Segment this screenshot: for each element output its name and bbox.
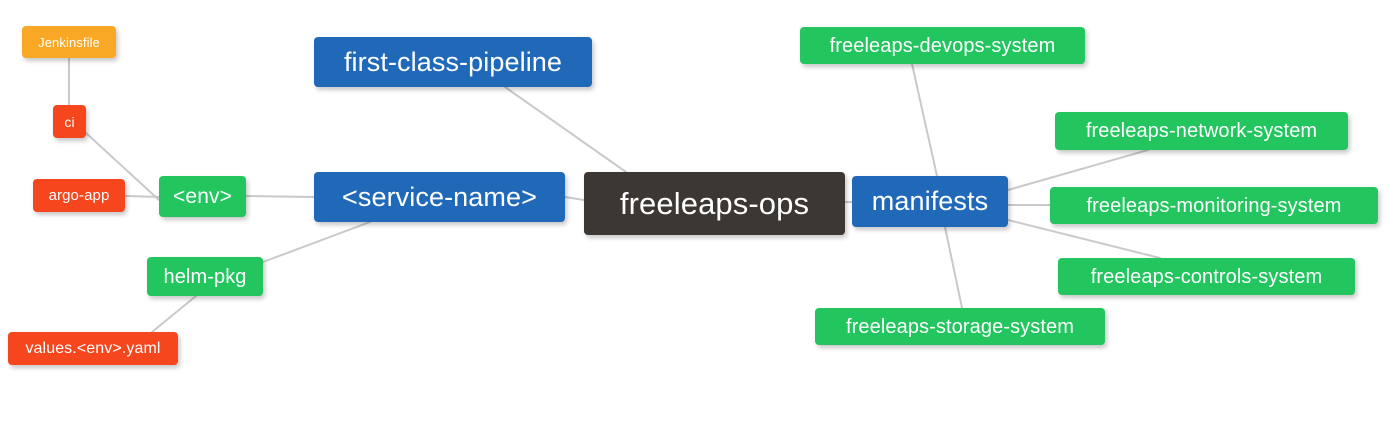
node-label-ci: ci [64, 113, 75, 130]
node-label-helm-pkg: helm-pkg [163, 265, 247, 288]
node-freeleaps-devops-system[interactable]: freeleaps-devops-system [800, 27, 1085, 64]
node-label-freeleaps-monitoring-system: freeleaps-monitoring-system [1086, 194, 1342, 217]
node-label-freeleaps-devops-system: freeleaps-devops-system [829, 34, 1056, 57]
edge-manifests-to-freeleaps-network-system [1007, 149, 1149, 191]
node-label-values-yaml: values.<env>.yaml [25, 339, 161, 357]
node-label-jenkinsfile: Jenkinsfile [38, 34, 100, 50]
node-label-first-class-pipeline: first-class-pipeline [343, 46, 563, 77]
node-freeleaps-ops[interactable]: freeleaps-ops [584, 172, 845, 235]
edge-env-to-service-name [245, 195, 315, 198]
node-freeleaps-storage-system[interactable]: freeleaps-storage-system [815, 308, 1105, 345]
node-env[interactable]: <env> [159, 176, 246, 217]
node-first-class-pipeline[interactable]: first-class-pipeline [314, 37, 592, 87]
node-label-freeleaps-ops: freeleaps-ops [619, 186, 810, 221]
edge-service-name-to-freeleaps-ops [564, 196, 585, 201]
edge-first-class-pipeline-to-freeleaps-ops [504, 86, 627, 173]
node-label-freeleaps-network-system: freeleaps-network-system [1085, 120, 1318, 142]
node-label-env: <env> [173, 185, 232, 208]
node-freeleaps-monitoring-system[interactable]: freeleaps-monitoring-system [1050, 187, 1378, 224]
edge-manifests-to-freeleaps-controls-system [1007, 219, 1161, 259]
node-service-name[interactable]: <service-name> [314, 172, 565, 222]
node-argo-app[interactable]: argo-app [33, 179, 125, 212]
node-label-freeleaps-controls-system: freeleaps-controls-system [1090, 265, 1323, 288]
node-jenkinsfile[interactable]: Jenkinsfile [22, 26, 116, 58]
edge-helm-pkg-to-service-name [262, 221, 371, 263]
node-label-service-name: <service-name> [342, 181, 537, 212]
node-manifests[interactable]: manifests [852, 176, 1008, 227]
node-freeleaps-controls-system[interactable]: freeleaps-controls-system [1058, 258, 1355, 295]
node-label-argo-app: argo-app [48, 187, 110, 204]
edge-manifests-to-freeleaps-storage-system [944, 226, 963, 309]
edge-values-yaml-to-helm-pkg [151, 295, 197, 333]
edge-argo-app-to-env [124, 195, 160, 198]
edge-manifests-to-freeleaps-devops-system [911, 63, 938, 177]
node-freeleaps-network-system[interactable]: freeleaps-network-system [1055, 112, 1348, 150]
node-values-yaml[interactable]: values.<env>.yaml [8, 332, 178, 365]
node-ci[interactable]: ci [53, 105, 86, 138]
node-label-manifests: manifests [871, 186, 989, 216]
node-label-freeleaps-storage-system: freeleaps-storage-system [845, 315, 1075, 338]
node-helm-pkg[interactable]: helm-pkg [147, 257, 263, 296]
